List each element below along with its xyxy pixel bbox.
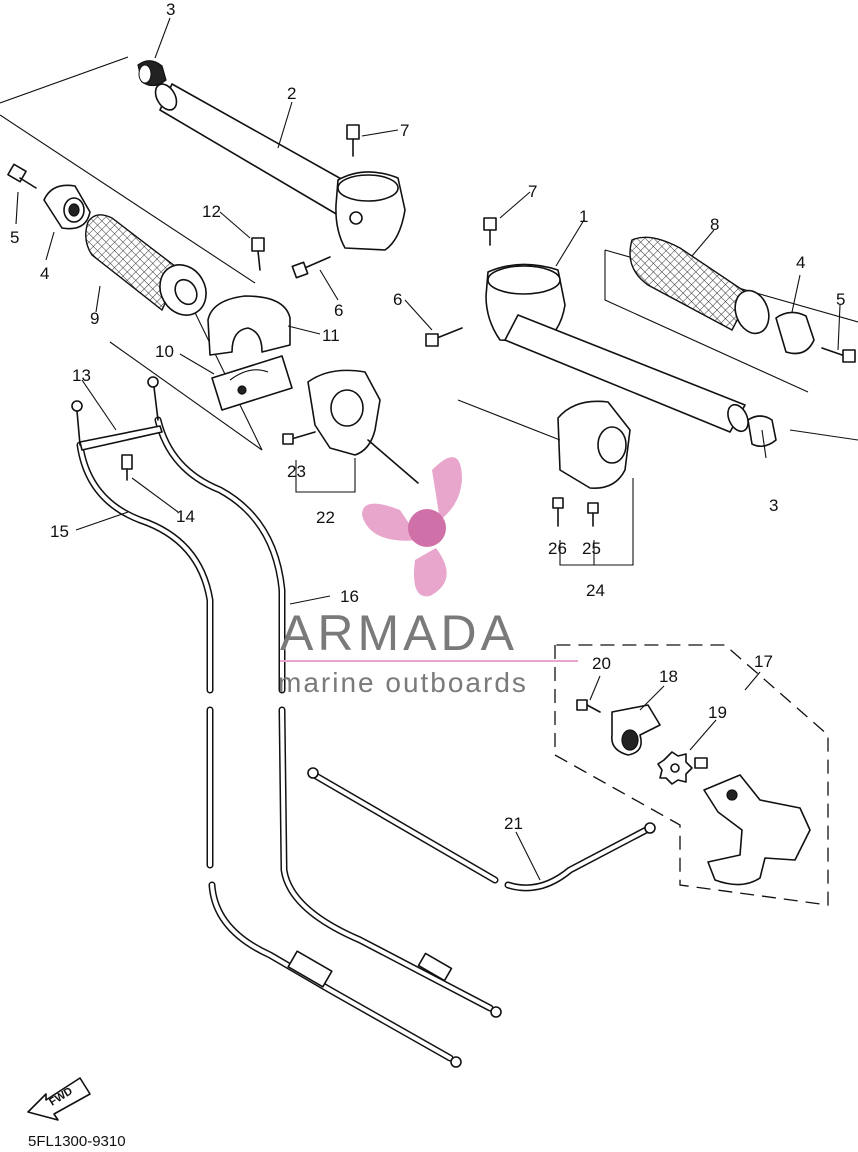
cables bbox=[71, 376, 656, 1068]
bolt-6-right bbox=[425, 327, 463, 347]
bolt-6-left bbox=[291, 256, 331, 279]
part-label-18: 18 bbox=[659, 667, 678, 686]
part-label-20: 20 bbox=[592, 654, 611, 673]
grip-left bbox=[85, 214, 207, 316]
grip-right bbox=[629, 236, 770, 335]
watermark-subtitle: marine outboards bbox=[278, 667, 528, 698]
choke-lever bbox=[611, 704, 661, 756]
left-handlebar-assembly bbox=[0, 56, 419, 484]
handlebar-tube-left bbox=[154, 83, 353, 216]
part-label-9: 9 bbox=[90, 309, 99, 328]
bolt-5-left bbox=[7, 163, 37, 189]
screw-23 bbox=[282, 431, 316, 445]
cable-clip bbox=[79, 425, 163, 451]
bar-end-weight-left bbox=[43, 184, 91, 230]
choke-bracket bbox=[703, 774, 811, 886]
part-label-5-left: 5 bbox=[10, 228, 19, 247]
part-label-16: 16 bbox=[340, 587, 359, 606]
armada-propeller-logo bbox=[362, 457, 462, 597]
star-washer bbox=[657, 751, 708, 785]
bar-end-weight-top bbox=[137, 60, 167, 87]
adjuster-14 bbox=[121, 454, 133, 481]
part-label-3-bottom: 3 bbox=[769, 496, 778, 515]
part-label-1: 1 bbox=[579, 207, 588, 226]
part-label-14: 14 bbox=[176, 507, 195, 526]
handlebar-tube-right bbox=[504, 314, 749, 433]
part-label-4-right: 4 bbox=[796, 253, 805, 272]
clamp-right bbox=[485, 263, 566, 343]
watermark: ARMADA marine outboards bbox=[278, 457, 578, 698]
bolt-7-left bbox=[346, 124, 360, 157]
choke-lever-assembly bbox=[554, 644, 829, 906]
part-label-17: 17 bbox=[754, 652, 773, 671]
part-label-6-left: 6 bbox=[334, 301, 343, 320]
part-label-23: 23 bbox=[287, 462, 306, 481]
part-label-15: 15 bbox=[50, 522, 69, 541]
part-label-12: 12 bbox=[202, 202, 221, 221]
part-label-8: 8 bbox=[710, 215, 719, 234]
bolt-7-right bbox=[483, 217, 497, 246]
left-switch-housing bbox=[307, 369, 419, 484]
right-handlebar-assembly bbox=[425, 217, 858, 527]
screw-26 bbox=[552, 497, 564, 527]
part-label-7-left: 7 bbox=[400, 121, 409, 140]
part-label-26: 26 bbox=[548, 539, 567, 558]
fwd-arrow: FWD bbox=[27, 1077, 91, 1121]
part-label-24: 24 bbox=[586, 581, 605, 600]
part-label-5-right: 5 bbox=[836, 290, 845, 309]
clamp-cover bbox=[207, 295, 291, 356]
bar-end-weight-right bbox=[775, 311, 815, 355]
diagram-code: 5FL1300-9310 bbox=[28, 1133, 126, 1150]
part-label-21: 21 bbox=[504, 814, 523, 833]
part-label-10: 10 bbox=[155, 342, 174, 361]
screw-20 bbox=[576, 699, 601, 713]
part-label-6-right: 6 bbox=[393, 290, 402, 309]
cable-15 bbox=[71, 400, 462, 1068]
part-label-7-right: 7 bbox=[528, 182, 537, 201]
screw-25 bbox=[587, 502, 599, 527]
cable-16 bbox=[147, 376, 502, 1018]
right-switch-housing bbox=[457, 399, 631, 489]
part-label-19: 19 bbox=[708, 703, 727, 722]
watermark-title: ARMADA bbox=[280, 605, 518, 661]
part-label-3-top: 3 bbox=[166, 0, 175, 19]
leader-lines bbox=[15, 17, 841, 881]
part-label-4-left: 4 bbox=[40, 264, 49, 283]
cable-21 bbox=[307, 767, 656, 892]
part-label-25: 25 bbox=[582, 539, 601, 558]
clamp-left bbox=[335, 171, 406, 251]
clamp-lower bbox=[211, 355, 293, 411]
bolt-5-right bbox=[821, 347, 856, 363]
part-label-13: 13 bbox=[72, 366, 91, 385]
part-label-2: 2 bbox=[287, 84, 296, 103]
bolt-12 bbox=[251, 237, 265, 271]
part-label-11: 11 bbox=[322, 326, 340, 345]
part-label-22: 22 bbox=[316, 508, 335, 527]
part-labels: 3 2 7 7 1 8 4 5 5 4 9 12 6 6 11 10 13 14… bbox=[10, 0, 845, 833]
